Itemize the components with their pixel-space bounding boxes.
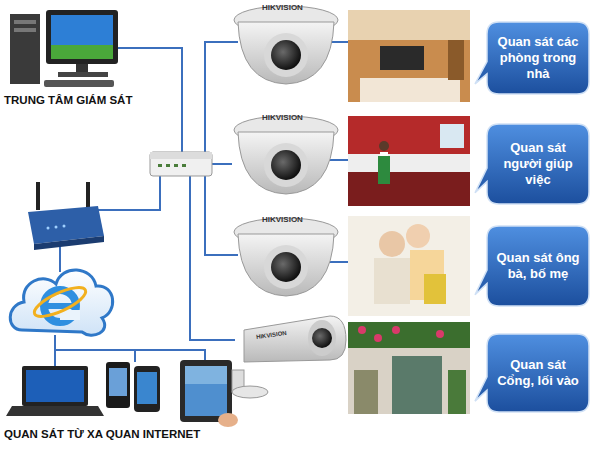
brand-label: HIKVISION — [262, 215, 303, 224]
tablet-icon — [180, 360, 238, 427]
callout-bubble: Quan sát ông bà, bố mẹ — [487, 226, 589, 306]
brand-label: HIKVISION — [262, 3, 303, 12]
family-photo — [348, 216, 470, 316]
callout-text: Quan sát ông bà, bố mẹ — [487, 250, 589, 282]
network-switch — [150, 152, 212, 176]
callout-text: Quan sát người giúp việc — [487, 140, 589, 188]
bubble-shape — [475, 334, 589, 412]
dome-camera — [234, 6, 338, 84]
room-photo — [348, 10, 470, 102]
callout-bubble: Quan sát người giúp việc — [487, 124, 589, 204]
device-caption: TRUNG TÂM GIÁM SÁT — [4, 94, 132, 106]
laptop-icon — [6, 366, 104, 416]
wifi-router — [28, 182, 104, 250]
dome-camera — [234, 116, 338, 194]
dome-camera — [234, 218, 338, 296]
device-caption: QUAN SÁT TỪ XA QUAN INTERNET — [4, 428, 200, 440]
bubble-shape — [475, 22, 589, 94]
bullet-camera — [232, 316, 346, 398]
callout-bubble: Quan sát Cổng, lối vào — [487, 334, 589, 412]
gate-photo — [348, 322, 470, 414]
kitchen-photo — [348, 116, 470, 206]
internet-cloud — [10, 270, 112, 335]
computer-icon — [10, 10, 118, 87]
bubble-shape — [475, 124, 589, 204]
callout-bubble: Quan sát các phòng trong nhà — [487, 22, 589, 94]
brand-label: HIKVISION — [262, 113, 303, 122]
bubble-shape — [475, 226, 589, 306]
phone-icon — [106, 362, 160, 412]
callout-text: Quan sát Cổng, lối vào — [487, 357, 589, 389]
callout-text: Quan sát các phòng trong nhà — [487, 34, 589, 82]
